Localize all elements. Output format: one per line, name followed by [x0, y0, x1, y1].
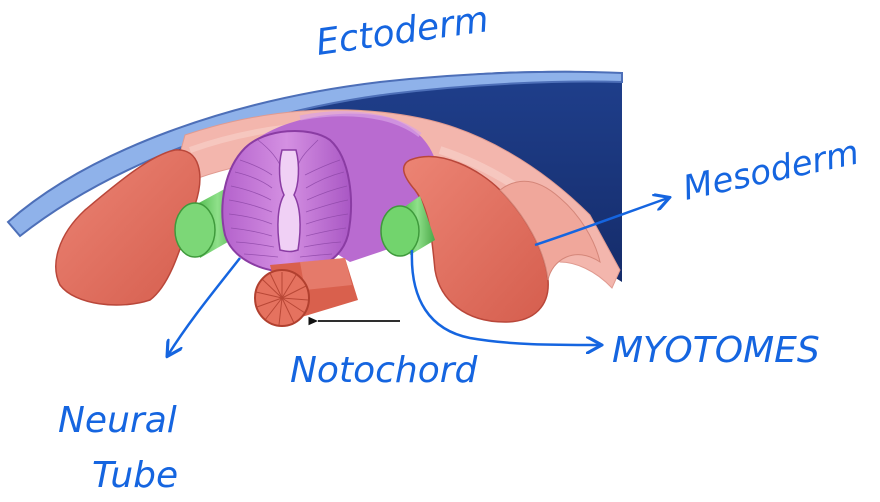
neural-tube-face [222, 131, 351, 272]
ectoderm-label: Ectoderm [314, 0, 492, 64]
neural-tube-pointer [168, 258, 240, 355]
neural-tube-label-line1: Neural [58, 400, 177, 441]
mesoderm-label: Mesoderm [680, 133, 863, 209]
notochord-label: Notochord [290, 350, 479, 391]
neural-tube-label-line2: Tube [92, 455, 178, 496]
myotomes-label: MYOTOMES [612, 330, 820, 371]
